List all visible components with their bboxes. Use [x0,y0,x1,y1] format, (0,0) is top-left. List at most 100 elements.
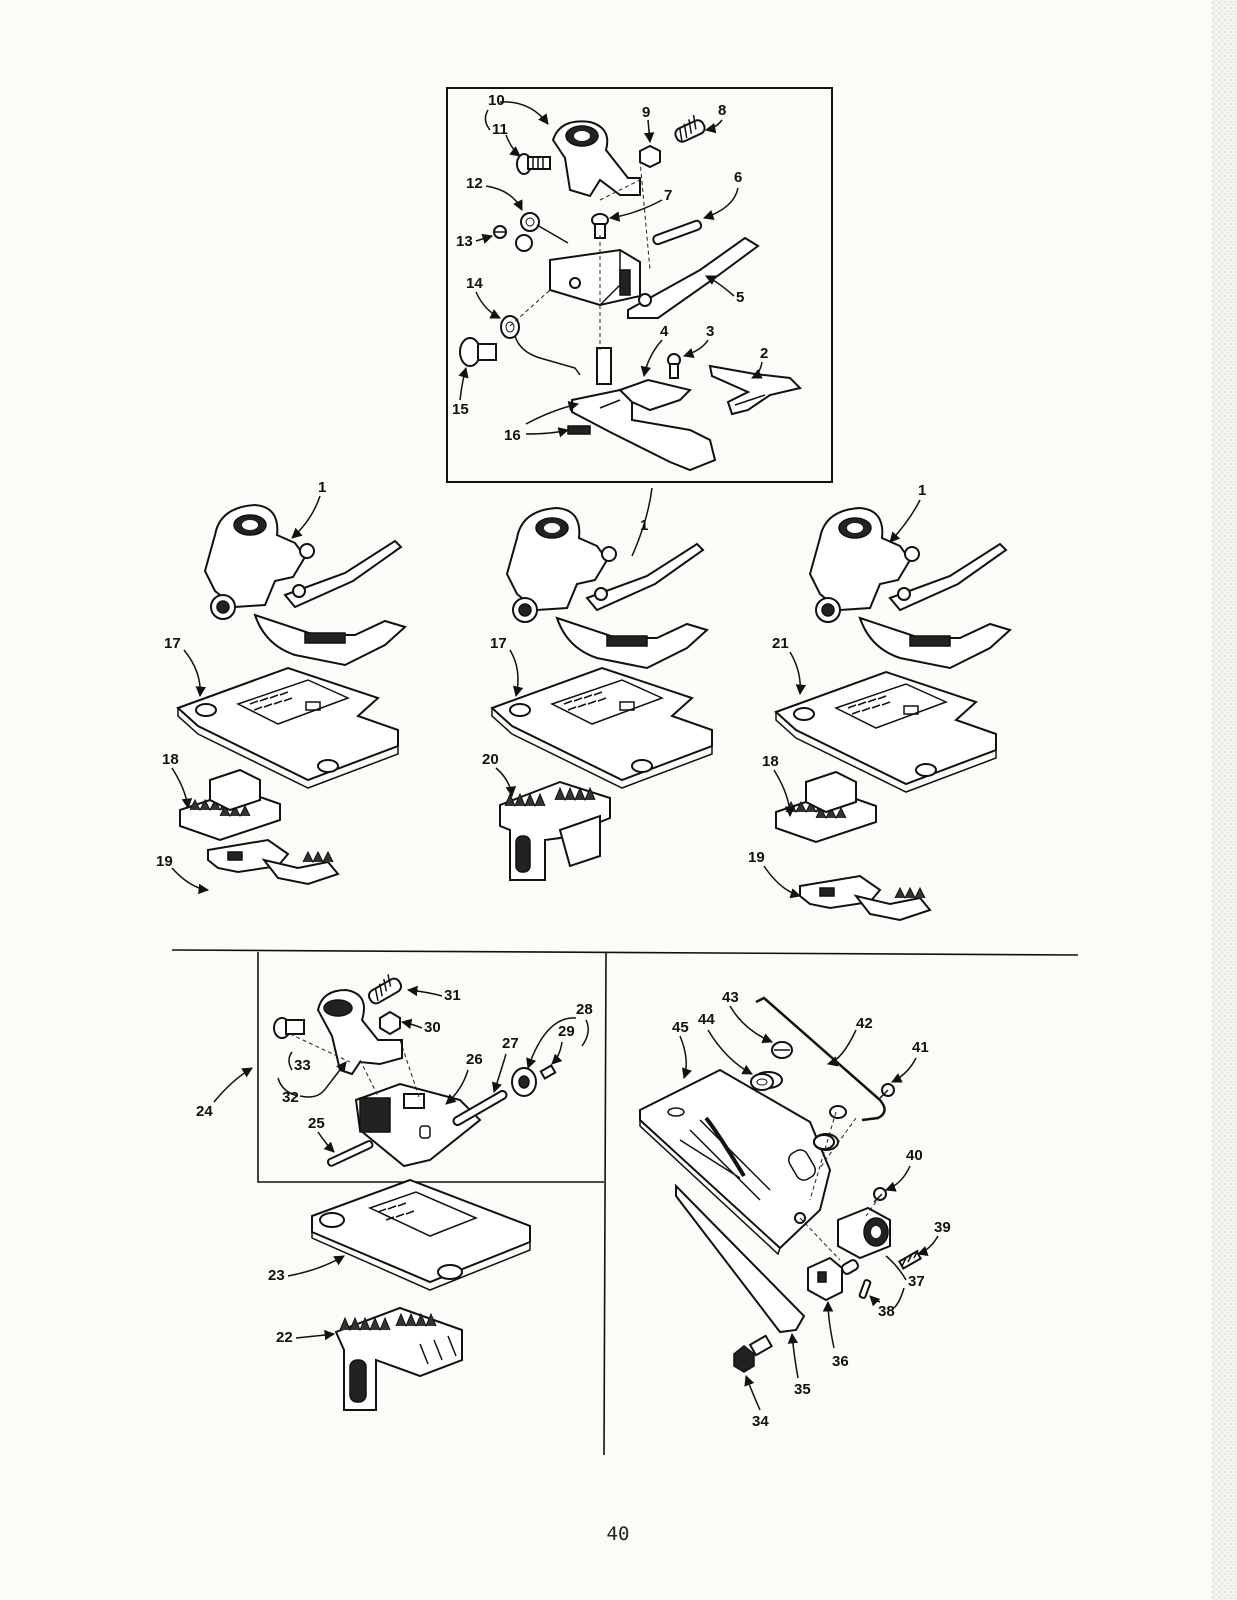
callout-20: 20 [482,751,517,798]
callout-6: 6 [703,169,742,220]
foot-assembly-left [204,504,406,666]
callout-label-26: 26 [466,1051,483,1068]
callout-label-31: 31 [444,987,461,1004]
page-number: 40 [607,1523,630,1545]
callout-40: 40 [885,1147,923,1192]
part-screw-13 [493,225,507,239]
callout-14: 14 [466,275,501,319]
callout-label-19a: 19 [156,853,173,870]
callout-36: 36 [822,1300,849,1370]
callout-label-37: 37 [908,1273,925,1290]
callout-label-44: 44 [698,1011,715,1028]
callout-44: 44 [698,1011,753,1075]
callout-35: 35 [787,1332,811,1398]
callout-43: 43 [722,989,773,1044]
callout-label-20: 20 [482,751,499,768]
callout-label-3: 3 [706,323,714,340]
foot-assembly-middle [506,507,708,669]
callout-22: 22 [276,1329,336,1346]
part-plate-45 [639,1068,839,1256]
part-feed-dog-22 [334,1306,463,1411]
callout-31: 31 [406,985,461,1004]
callout-label-6: 6 [734,169,742,186]
part-throat-plate-23 [311,1178,531,1291]
callout-5: 5 [705,275,744,306]
callout-17b: 17 [490,635,524,698]
callout-label-34: 34 [752,1413,769,1430]
part-washer-middle [813,1105,847,1150]
part-screw-33 [273,1017,305,1039]
part-thumb-screw-15 [459,337,497,367]
part-screw-39 [897,1249,923,1270]
callout-label-28: 28 [576,1001,593,1018]
callout-19a: 19 [156,853,210,895]
callout-37: 37 [885,1255,925,1309]
assembly-middle: 1 17 20 [482,487,713,881]
callout-12: 12 [466,175,523,211]
callout-label-1c: 1 [918,482,926,499]
callout-7: 7 [608,187,672,222]
assembly-guides-bottom-right [799,1111,881,1261]
callout-18a: 18 [162,751,193,810]
callout-1b: 1 [631,487,653,557]
scan-edge [1212,0,1237,1600]
assembly-guides-bottom-left [289,1033,421,1101]
callout-39: 39 [917,1219,951,1256]
presser-foot-exploded-inset: 10 11 9 8 6 7 12 13 [446,87,833,483]
callout-33: 33 [288,1051,311,1074]
callout-label-7: 7 [664,187,672,204]
part-set-screw-29 [539,1064,557,1080]
callout-45: 45 [672,1019,692,1079]
part-washer-44 [750,1073,774,1091]
assembly-guides [509,159,651,350]
part-collar-37 [837,1206,891,1260]
callout-42: 42 [826,1015,873,1067]
assembly-bottom-right: 43 44 45 42 41 40 39 37 [639,989,951,1430]
callout-label-24: 24 [196,1103,213,1120]
part-screw-43 [771,1041,793,1059]
part-screw-41 [879,1083,895,1099]
callout-label-35: 35 [794,1381,811,1398]
callout-label-36: 36 [832,1353,849,1370]
part-nut-9 [639,144,661,169]
callout-16: 16 [504,401,580,444]
callout-1a: 1 [291,479,326,539]
callout-2: 2 [751,345,768,379]
callout-24: 24 [196,1067,253,1120]
callout-label-17b: 17 [490,635,507,652]
part-spring-14 [500,315,581,376]
part-clamp-36 [807,1256,859,1302]
part-nut-30 [379,1010,401,1036]
callout-label-29: 29 [558,1023,575,1040]
callout-label-39: 39 [934,1219,951,1236]
part-spring-8 [674,114,706,143]
callout-9: 9 [642,104,655,144]
assembly-right: 1 21 18 19 [748,482,1011,921]
callout-38: 38 [869,1295,895,1320]
callout-label-14: 14 [466,275,483,292]
callout-label-1a: 1 [318,479,326,496]
part-screw-34 [733,1334,774,1373]
callout-label-18b: 18 [762,753,779,770]
part-toe-4 [618,378,692,412]
part-knife-35 [675,1183,806,1334]
callout-label-18a: 18 [162,751,179,768]
callout-15: 15 [452,366,469,418]
callout-26: 26 [445,1051,483,1105]
callout-25: 25 [308,1115,335,1153]
foot-tip-19-left [207,839,339,885]
callout-label-45: 45 [672,1019,689,1036]
callout-label-17a: 17 [164,635,181,652]
feed-dog-20 [499,780,611,881]
callout-label-40: 40 [906,1147,923,1164]
callout-label-19b: 19 [748,849,765,866]
part-screw-40 [873,1187,887,1203]
part-collar-28 [511,1067,537,1097]
callout-28: 28 [526,1001,593,1069]
callout-label-32: 32 [282,1089,299,1106]
inset-frame [446,87,833,483]
part-post [596,347,612,385]
callout-32: 32 [277,1061,347,1106]
callout-label-22: 22 [276,1329,293,1346]
